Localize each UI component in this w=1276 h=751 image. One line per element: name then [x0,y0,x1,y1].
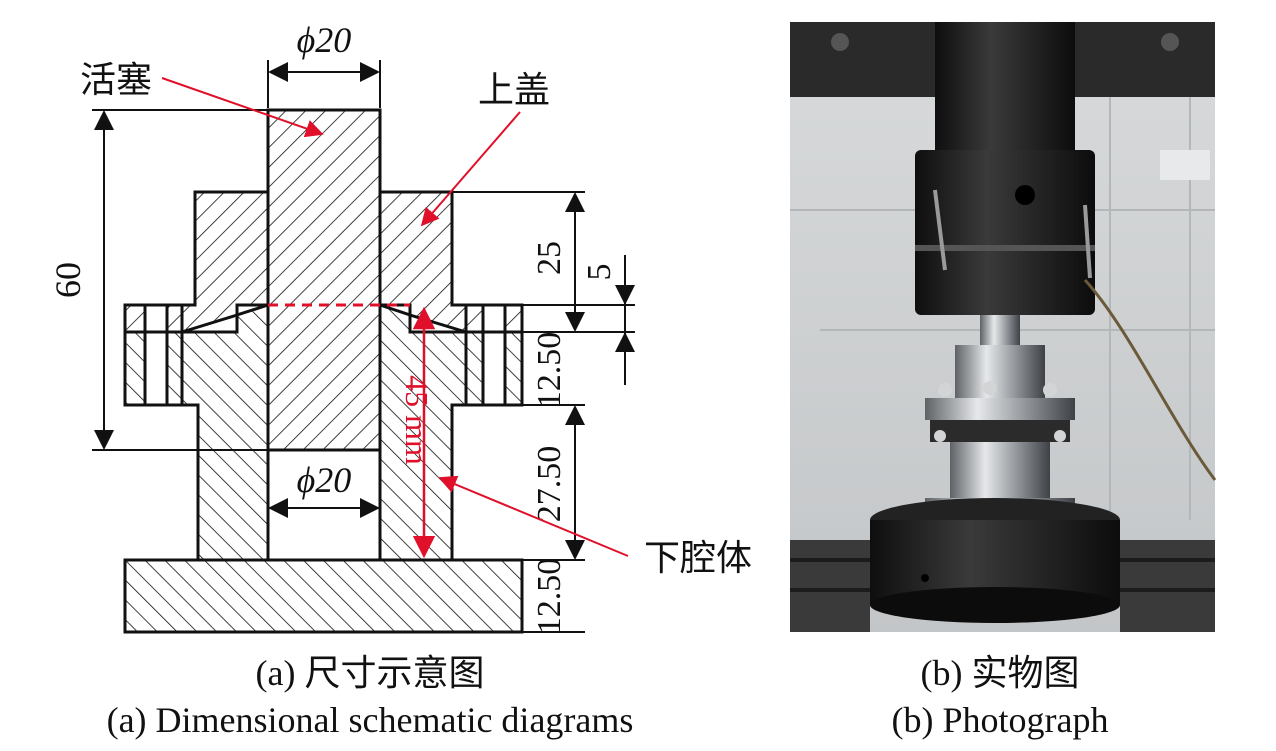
caption-a-en: (a) Dimensional schematic diagrams [106,700,634,740]
caption-b-cn: (b) 实物图 [920,653,1080,693]
lower-chamber-label: 下腔体 [644,538,752,578]
inner-diameter-label: ϕ20 [297,460,352,500]
top-diameter-dimension [267,60,381,108]
piston-label: 活塞 [80,60,152,100]
right-dimension-chain [452,191,635,633]
dim-25-label: 25 [531,241,568,275]
lower-chamber-body [123,302,524,634]
schematic-drawing: ϕ20 ϕ20 60 25 5 12.50 2 [48,20,752,634]
top-diameter-label: ϕ20 [297,20,352,60]
height-60-dimension [92,109,268,451]
caption-a-cn: (a) 尺寸示意图 [255,653,485,693]
piston-body [266,108,382,452]
upper-bolt-holes [143,303,507,334]
upper-cover-label: 上盖 [478,70,550,110]
dim-27-50-label: 27.50 [531,446,568,523]
stroke-label: 45 mm [399,375,435,465]
caption-b-en: (b) Photograph [891,700,1109,740]
photograph [790,22,1217,632]
dim-5-label: 5 [581,264,618,281]
height-60-label: 60 [48,262,88,298]
dim-12-50-upper-label: 12.50 [531,332,568,409]
leader-lines [161,77,629,557]
dim-12-50-lower-label: 12.50 [531,558,568,635]
bolt-holes [143,330,507,407]
